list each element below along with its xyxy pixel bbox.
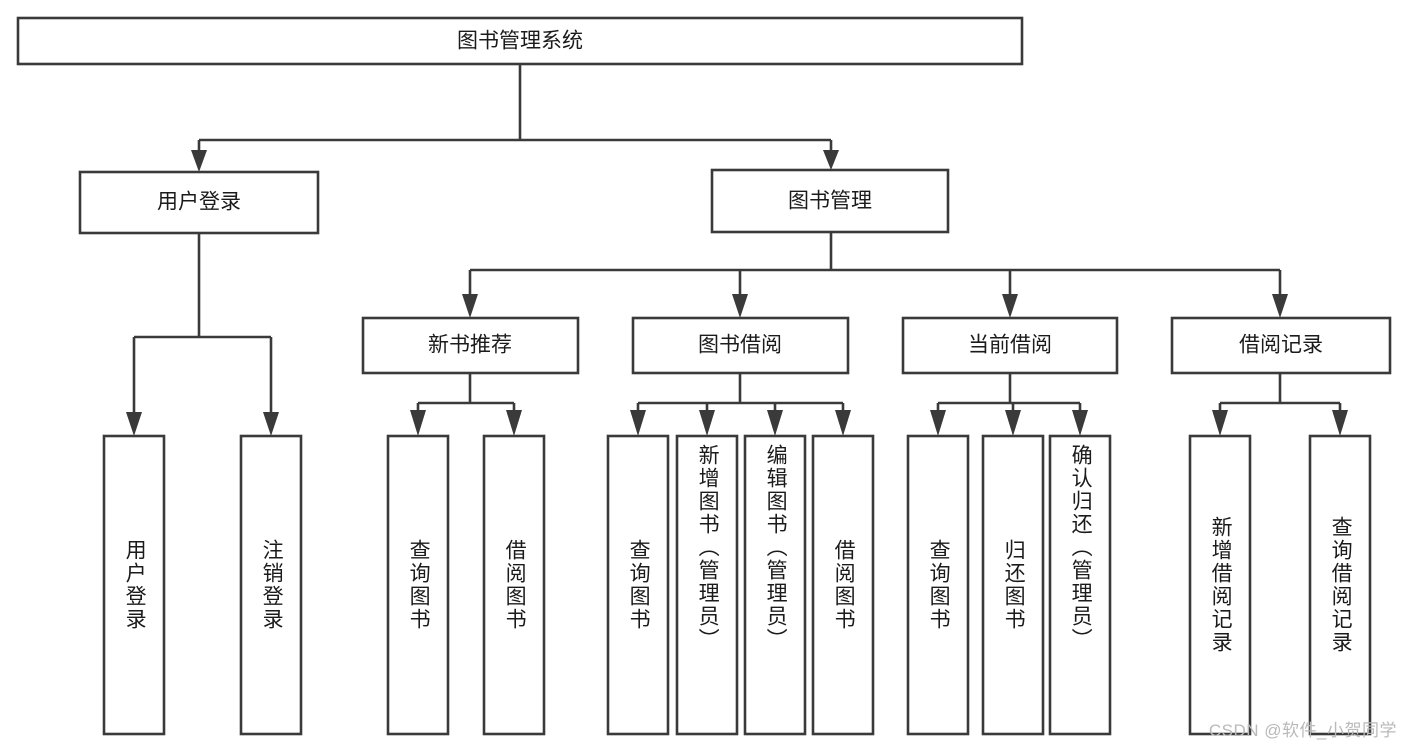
- leaf-box-query-book-new[interactable]: [386, 434, 450, 736]
- arrow-record-leaf-1-icon: [1212, 410, 1228, 436]
- node-root-box[interactable]: [16, 16, 1024, 66]
- arrow-newbook-leaf-1-icon: [410, 410, 426, 436]
- connector-group-root: [191, 64, 839, 172]
- arrow-books-child-3-icon: [1002, 294, 1018, 318]
- node-user-login[interactable]: 用户登录: [78, 170, 320, 235]
- leaf-box-logout[interactable]: [239, 434, 303, 736]
- node-root-label: 图书管理系统: [457, 30, 583, 53]
- arrow-borrow-leaf-3-icon: [767, 410, 783, 436]
- node-new-book-recommend-box[interactable]: [361, 316, 580, 375]
- node-current-borrow[interactable]: 当前借阅: [901, 316, 1119, 375]
- node-new-book-recommend-label: 新书推荐: [428, 334, 512, 357]
- connector-group-book-mgmt: [462, 232, 1288, 318]
- leaf-box-user-login[interactable]: [102, 434, 166, 736]
- arrow-borrow-leaf-2-icon: [699, 410, 715, 436]
- node-current-borrow-label: 当前借阅: [968, 334, 1052, 357]
- node-borrow-record-label: 借阅记录: [1239, 334, 1323, 357]
- node-book-management[interactable]: 图书管理: [710, 168, 950, 234]
- watermark: CSDN @软件_小贺同学: [1208, 721, 1397, 740]
- arrow-current-leaf-1-icon: [930, 410, 946, 436]
- arrow-borrow-leaf-4-icon: [835, 410, 851, 436]
- arrow-user-leaf-1-icon: [126, 412, 142, 436]
- arrow-books-child-1-icon: [462, 294, 478, 318]
- node-new-book-recommend[interactable]: 新书推荐: [361, 316, 580, 375]
- leaf-box-add-borrow-record[interactable]: [1188, 434, 1252, 736]
- arrow-borrow-leaf-1-icon: [630, 410, 646, 436]
- connector-group-book-borrow: [630, 373, 851, 436]
- arrow-current-leaf-2-icon: [1005, 410, 1021, 436]
- leaf-box-return-book[interactable]: [981, 434, 1045, 736]
- leaf-box-edit-book-admin[interactable]: [743, 434, 807, 736]
- connector-group-new-book: [410, 373, 522, 436]
- leaf-box-add-book-admin[interactable]: [675, 434, 739, 736]
- arrow-user-leaf-2-icon: [263, 412, 279, 436]
- node-book-management-label: 图书管理: [788, 190, 872, 213]
- node-book-management-box[interactable]: [710, 168, 950, 234]
- leaf-box-query-book-current[interactable]: [906, 434, 970, 736]
- node-root[interactable]: 图书管理系统: [16, 16, 1024, 66]
- node-user-login-box[interactable]: [78, 170, 320, 235]
- node-book-borrow-box[interactable]: [631, 316, 850, 375]
- node-borrow-record[interactable]: 借阅记录: [1170, 316, 1392, 375]
- leaf-box-query-borrow-record[interactable]: [1308, 434, 1372, 736]
- arrow-root-to-user-icon: [191, 150, 207, 172]
- node-user-login-label: 用户登录: [157, 191, 241, 214]
- arrow-books-child-4-icon: [1272, 294, 1288, 318]
- node-book-borrow-label: 图书借阅: [698, 334, 782, 357]
- arrow-record-leaf-2-icon: [1332, 410, 1348, 436]
- arrow-newbook-leaf-2-icon: [506, 410, 522, 436]
- connector-group-borrow-record: [1212, 373, 1348, 436]
- node-current-borrow-box[interactable]: [901, 316, 1119, 375]
- node-borrow-record-box[interactable]: [1170, 316, 1392, 375]
- leaf-box-borrow-book-new[interactable]: [482, 434, 546, 736]
- arrow-root-to-books-icon: [823, 150, 839, 170]
- node-book-borrow[interactable]: 图书借阅: [631, 316, 850, 375]
- arrow-books-child-2-icon: [732, 294, 748, 318]
- arrow-current-leaf-3-icon: [1072, 410, 1088, 436]
- leaf-box-query-book-borrow[interactable]: [606, 434, 670, 736]
- leaf-box-confirm-return-admin[interactable]: [1048, 434, 1112, 736]
- leaf-box-borrow-book[interactable]: [811, 434, 875, 736]
- leaf-boxes: [102, 434, 1372, 736]
- connector-group-current-borrow: [930, 373, 1088, 436]
- connector-group-user-login: [126, 233, 279, 436]
